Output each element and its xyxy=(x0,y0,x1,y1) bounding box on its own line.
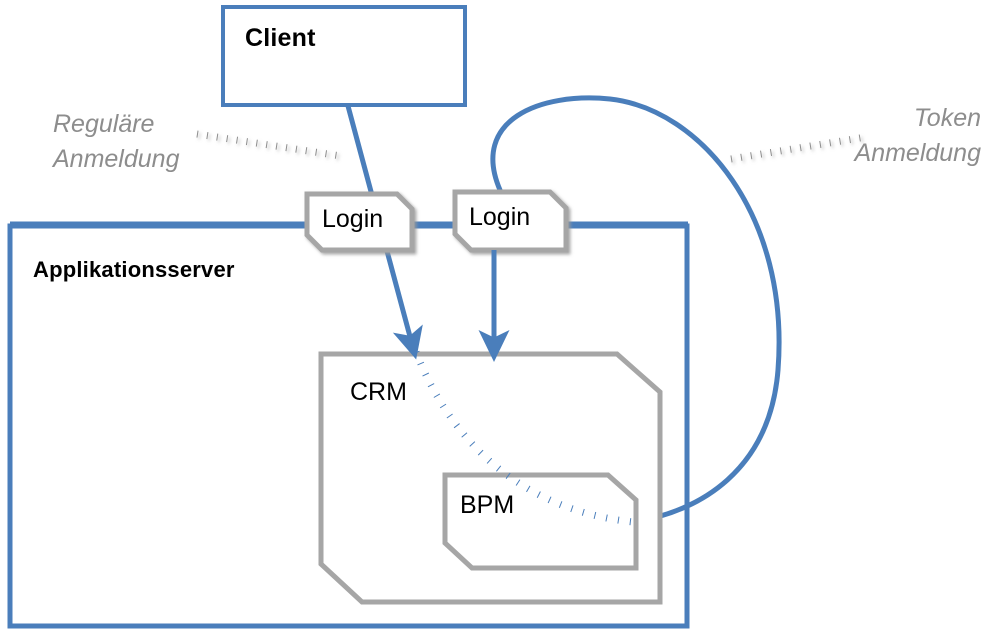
bpm-box[interactable] xyxy=(442,472,639,571)
login-regular-box[interactable] xyxy=(304,191,415,253)
crm-label: CRM xyxy=(350,378,407,406)
login-token-box[interactable] xyxy=(452,189,569,253)
crm-to-bpm-dotted-connector xyxy=(412,350,634,526)
annotation-token-login-line2: Anmeldung xyxy=(854,139,981,167)
login-regular-label: Login xyxy=(322,205,384,233)
leader-line-left-icon xyxy=(196,130,342,160)
app-server-label: Applikationsserver xyxy=(33,257,235,282)
login-token-label: Login xyxy=(469,203,531,231)
client-label: Client xyxy=(245,24,316,52)
leader-line-right-icon xyxy=(730,133,867,163)
annotation-token-login-line1: Token xyxy=(913,104,981,132)
annotation-regular-login-line1: Reguläre xyxy=(53,110,155,138)
annotation-token-login: Token Anmeldung xyxy=(855,101,981,171)
login-token-loop-connector xyxy=(490,95,782,525)
annotation-regular-login: Reguläre Anmeldung xyxy=(53,107,179,177)
bpm-label: BPM xyxy=(460,491,515,519)
client-box[interactable] xyxy=(221,5,467,107)
annotation-regular-login-line2: Anmeldung xyxy=(53,145,180,173)
